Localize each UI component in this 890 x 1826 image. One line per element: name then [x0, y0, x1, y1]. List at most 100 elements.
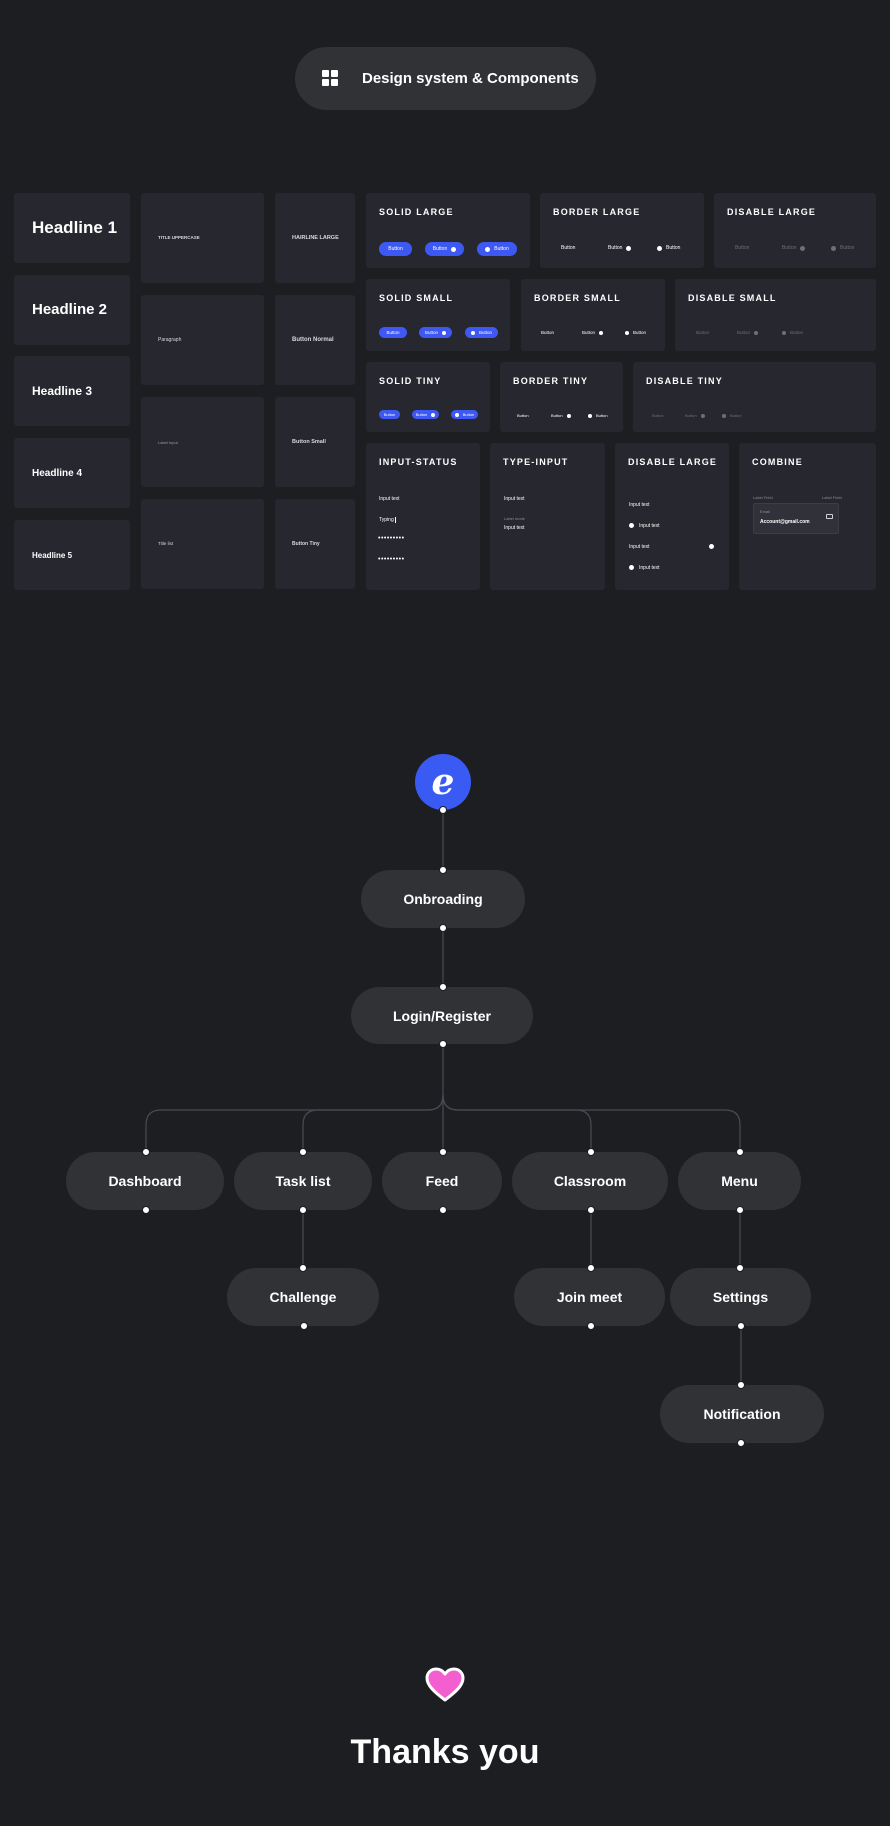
border-large-button-2[interactable]: Button: [608, 245, 632, 251]
solid-small-button-1[interactable]: Button: [379, 327, 407, 338]
connector-dot: [439, 1040, 447, 1048]
disable-large-button-2: Button: [782, 245, 806, 251]
thanks-heading: Thanks you: [350, 1733, 540, 1771]
list-item-text[interactable]: Input text: [639, 565, 660, 571]
connector-dot: [142, 1148, 150, 1156]
email-field[interactable]: Email Account@gmail.com: [753, 503, 839, 534]
connector-dot: [439, 924, 447, 932]
headline-card-2: Headline 2: [14, 275, 130, 345]
disable-tiny-button-2: Button: [685, 413, 705, 418]
mail-icon: [826, 514, 833, 519]
style-card-label-input: Label Input: [141, 397, 264, 487]
button-small-sample: Button Small: [292, 439, 326, 445]
solid-tiny-button-2[interactable]: Button: [412, 410, 439, 419]
solid-small-button-2[interactable]: Button: [419, 327, 452, 338]
input-text-field[interactable]: Input text: [379, 496, 400, 502]
connector-dot: [439, 983, 447, 991]
combine-title: COMBINE: [752, 457, 803, 467]
connector-dot: [587, 1264, 595, 1272]
node-settings[interactable]: Settings: [670, 1268, 811, 1326]
grid-icon: [322, 70, 338, 86]
radio-icon[interactable]: [629, 565, 634, 570]
node-task-list[interactable]: Task list: [234, 1152, 372, 1210]
border-tiny-button-2[interactable]: Button: [551, 413, 571, 418]
type-input-title: TYPE-INPUT: [503, 457, 569, 467]
solid-small-card: SOLID SMALL Button Button Button: [366, 279, 510, 351]
password-field-2[interactable]: •••••••••: [378, 556, 405, 563]
node-join-meet[interactable]: Join meet: [514, 1268, 665, 1326]
headline-2: Headline 2: [32, 301, 108, 318]
email-field-label: Email: [760, 509, 771, 514]
connector-dot: [299, 1206, 307, 1214]
node-classroom[interactable]: Classroom: [512, 1152, 668, 1210]
button-label: Button: [388, 246, 403, 252]
node-notification[interactable]: Notification: [660, 1385, 824, 1443]
node-feed[interactable]: Feed: [382, 1152, 502, 1210]
button-label: Button: [494, 246, 509, 252]
border-large-button-3[interactable]: Button: [657, 245, 680, 251]
disable-small-button-3: Button: [782, 330, 803, 335]
list-item-text[interactable]: Input text: [629, 502, 650, 508]
button-label: Button: [386, 330, 400, 335]
type-input-text[interactable]: Input text: [504, 496, 525, 502]
border-small-button-3[interactable]: Button: [625, 330, 646, 335]
solid-tiny-button-1[interactable]: Button: [379, 410, 400, 419]
headline-card-4: Headline 4: [14, 438, 130, 508]
border-small-button-2[interactable]: Button: [582, 330, 604, 335]
node-onboarding[interactable]: Onbroading: [361, 870, 525, 928]
node-menu[interactable]: Menu: [678, 1152, 801, 1210]
disable-tiny-card: DISABLE TINY Button Button Button: [633, 362, 876, 432]
node-dashboard[interactable]: Dashboard: [66, 1152, 224, 1210]
node-login-register[interactable]: Login/Register: [351, 987, 533, 1044]
button-label: Button: [840, 245, 855, 251]
disable-large-button-card: DISABLE LARGE Button Button Button: [714, 193, 876, 268]
label-mode-input[interactable]: Input text: [504, 525, 525, 531]
title-list-sample: Title list: [158, 541, 174, 546]
header-title: Design system & Components: [362, 70, 579, 87]
paragraph-sample: Paragraph: [158, 337, 182, 343]
list-item-text[interactable]: Input text: [639, 523, 660, 529]
design-system-pill[interactable]: Design system & Components: [295, 47, 596, 110]
solid-tiny-button-3[interactable]: Button: [451, 410, 478, 419]
button-label: Button: [633, 330, 647, 335]
dot-icon: [599, 330, 604, 335]
label-mode-text: Label mode: [504, 516, 525, 521]
typing-field[interactable]: Typing: [379, 517, 396, 523]
connector-dot: [587, 1322, 595, 1330]
border-tiny-button-1[interactable]: Button: [517, 413, 529, 418]
dot-icon: [470, 330, 475, 335]
list-item-text[interactable]: Input text: [629, 544, 650, 550]
solid-large-button-2[interactable]: Button: [425, 242, 464, 256]
button-label: Button: [415, 412, 428, 417]
disable-large-input-card: DISABLE LARGE Input text Input text Inpu…: [615, 443, 729, 590]
node-challenge[interactable]: Challenge: [227, 1268, 379, 1326]
solid-large-button-3[interactable]: Button: [477, 242, 517, 256]
connector-dot: [587, 1206, 595, 1214]
connector-dot: [439, 806, 447, 814]
dot-icon: [800, 245, 806, 251]
connector-dot: [737, 1439, 745, 1447]
style-card-paragraph: Paragraph: [141, 295, 264, 385]
solid-tiny-title: SOLID TINY: [379, 376, 442, 386]
label-input-sample: Label Input: [158, 440, 178, 445]
border-small-button-1[interactable]: Button: [541, 330, 554, 335]
radio-icon[interactable]: [629, 523, 634, 528]
disable-tiny-title: DISABLE TINY: [646, 376, 723, 386]
button-label: Button: [383, 412, 396, 417]
button-tiny-sample: Button Tiny: [292, 541, 320, 547]
radio-icon[interactable]: [709, 544, 714, 549]
connector-dot: [737, 1322, 745, 1330]
border-tiny-button-3[interactable]: Button: [588, 413, 608, 418]
disable-large-button-1: Button: [735, 245, 749, 251]
password-field-1[interactable]: •••••••••: [378, 535, 405, 542]
button-label: Button: [790, 330, 804, 335]
solid-large-button-1[interactable]: Button: [379, 242, 412, 256]
border-large-button-1[interactable]: Button: [561, 245, 575, 251]
solid-small-button-3[interactable]: Button: [465, 327, 498, 338]
button-label: Button: [541, 330, 555, 335]
dot-icon: [485, 246, 491, 252]
connector-dot: [736, 1206, 744, 1214]
connector-dot: [299, 1264, 307, 1272]
border-large-title: BORDER LARGE: [553, 207, 641, 217]
input-status-card: INPUT-STATUS Input text Typing •••••••••…: [366, 443, 480, 590]
